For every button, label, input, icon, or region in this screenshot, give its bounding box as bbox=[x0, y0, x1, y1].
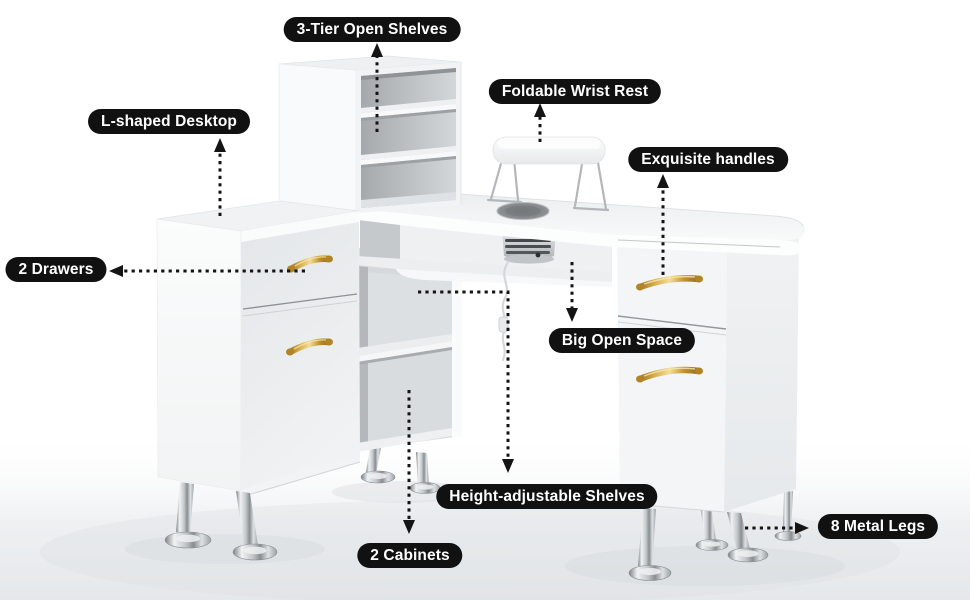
callout-l-shaped-desktop: L-shaped Desktop bbox=[88, 109, 250, 134]
power-cable bbox=[501, 260, 510, 362]
callout-open-shelves: 3-Tier Open Shelves bbox=[283, 17, 461, 42]
right-cabinet bbox=[617, 236, 799, 513]
left-cabinet-legs bbox=[164, 482, 278, 561]
left-cabinet-2-drawers bbox=[156, 200, 361, 498]
fan-button bbox=[535, 252, 541, 258]
tower-3-tier-shelves bbox=[278, 55, 462, 214]
callout-2-drawers: 2 Drawers bbox=[5, 257, 107, 282]
door-handle-right bbox=[636, 366, 703, 383]
drawer-handle-left bbox=[287, 255, 333, 273]
height-adjustable-shelf-column bbox=[357, 248, 462, 452]
callout-arrowheads bbox=[109, 43, 809, 534]
l-shaped-desktop bbox=[357, 186, 805, 256]
callout-wrist-rest: Foldable Wrist Rest bbox=[488, 79, 662, 104]
drawer-handle-right bbox=[636, 275, 703, 291]
callout-big-open-space: Big Open Space bbox=[548, 328, 696, 353]
callout-adjustable-shelves: Height-adjustable Shelves bbox=[436, 484, 658, 509]
callout-8-metal-legs: 8 Metal Legs bbox=[817, 514, 939, 539]
foldable-wrist-rest bbox=[486, 136, 610, 212]
tower-shelf-board-2 bbox=[361, 146, 456, 168]
dust-collector-fan bbox=[498, 229, 556, 362]
tower-shelf-board-1 bbox=[361, 99, 456, 121]
right-cabinet-front-legs bbox=[628, 508, 769, 581]
middle-shelf-legs bbox=[360, 447, 441, 494]
callout-exquisite-handles: Exquisite handles bbox=[628, 147, 788, 172]
right-cabinet-back-legs bbox=[695, 491, 802, 551]
arrow-adjustable-shelves bbox=[418, 290, 510, 463]
wrist-rest-wire-legs bbox=[486, 155, 610, 212]
callout-2-cabinets: 2 Cabinets bbox=[357, 543, 463, 568]
door-handle-left bbox=[286, 338, 333, 356]
